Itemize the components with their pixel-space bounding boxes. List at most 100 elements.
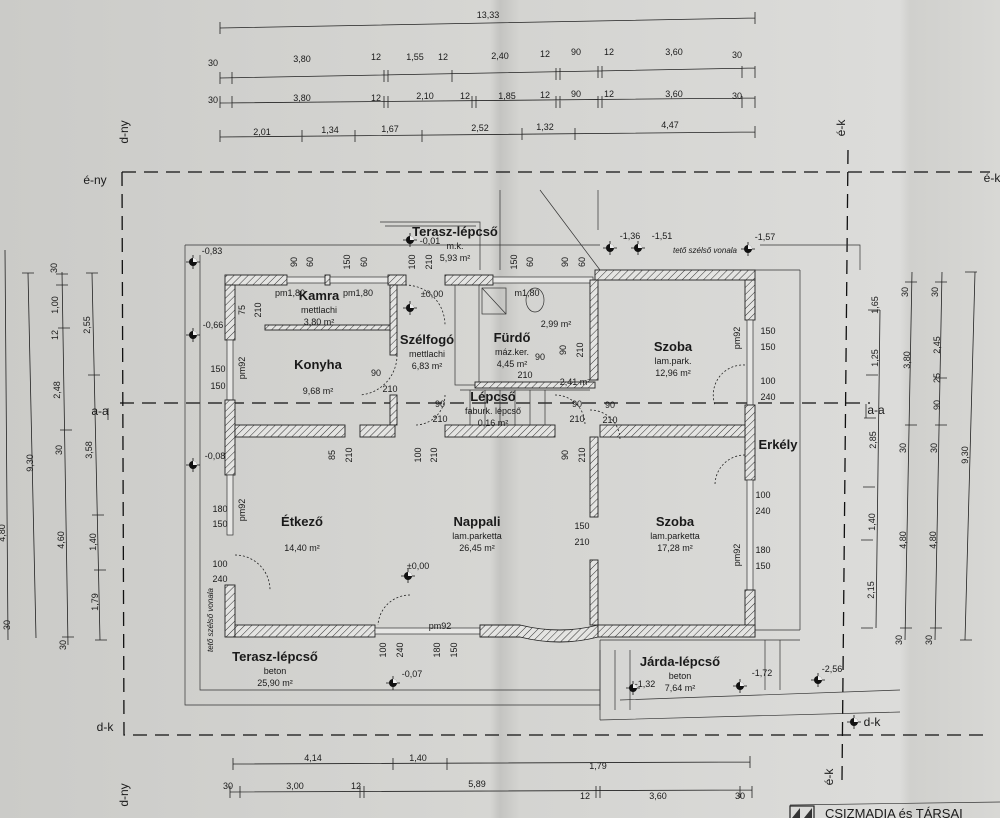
dimension-label: 30 [2, 620, 12, 630]
orientation-marker: d-k [97, 720, 115, 734]
dimension-label: 2,10 [416, 91, 434, 101]
level-label: -1,36 [620, 231, 641, 241]
dimension-label: 1,65 [870, 296, 880, 314]
dimension-label: 1,79 [589, 761, 607, 771]
level-marker-icon [626, 681, 640, 695]
dimension-label: 1,85 [498, 91, 516, 101]
dimension-label: 2,01 [253, 127, 271, 137]
dimension-label: 13,33 [477, 10, 500, 20]
opening-dimension: 210 [424, 254, 434, 269]
opening-dimension: 210 [382, 384, 397, 394]
orientation-marker: é-k [834, 119, 848, 137]
orientation-marker: a-a [91, 404, 109, 418]
opening-dimension: 210 [429, 447, 439, 462]
dimension-label: 3,60 [649, 791, 667, 801]
opening-dimension: 100 [378, 642, 388, 657]
room-area: 2,99 m² [541, 319, 572, 329]
dimension-label: 3,80 [293, 93, 311, 103]
orientation-marker: d-ny [117, 120, 131, 143]
dimension-label: 90 [571, 47, 581, 57]
dimension-label: 2,55 [82, 316, 92, 334]
opening-dimension: 240 [755, 506, 770, 516]
opening-dimension: 90 [572, 399, 582, 409]
dimension-label: 25 [932, 373, 942, 383]
dimension-label: 12 [604, 47, 614, 57]
room-name: Konyha [294, 357, 342, 372]
dimension-label: 1,67 [381, 124, 399, 134]
room-area: 14,40 m² [284, 543, 320, 553]
company-name: CSIZMADIA és TÁRSAI [825, 806, 963, 818]
level-label: -1,32 [635, 679, 656, 689]
room-area: 12,96 m² [655, 368, 691, 378]
room-finish: mettlachi [409, 349, 445, 359]
level-marker-icon [733, 679, 747, 693]
room-name: Terasz-lépcső [412, 224, 498, 239]
room-name: Szélfogó [400, 332, 454, 347]
opening-dimension: 210 [517, 370, 532, 380]
opening-dimension: 240 [212, 574, 227, 584]
dimension-label: 2,40 [491, 51, 509, 61]
level-marker-icon [603, 241, 617, 255]
opening-dimension: 150 [449, 642, 459, 657]
opening-dimension: 210 [602, 415, 617, 425]
room-area: 25,90 m² [257, 678, 293, 688]
dimension-label: 1,40 [88, 533, 98, 551]
opening-dimension: 90 [560, 450, 570, 460]
opening-dimension: 100 [413, 447, 423, 462]
opening-dimension: 240 [395, 642, 405, 657]
opening-dimension: 85 [327, 450, 337, 460]
dimension-label: 30 [898, 443, 908, 453]
dimension-label: 30 [732, 50, 742, 60]
dimension-label: 90 [932, 400, 942, 410]
dimension-label: 1,79 [90, 593, 100, 611]
dimension-label: 12 [580, 791, 590, 801]
level-label: -1,57 [755, 232, 776, 242]
opening-dimension: 100 [212, 559, 227, 569]
dimension-label: 30 [732, 91, 742, 101]
room-name: Szoba [654, 339, 693, 354]
opening-dimension: 210 [432, 414, 447, 424]
opening-dimension: 150 [574, 521, 589, 531]
dimension-label: 1,40 [409, 753, 427, 763]
level-label: -0,08 [205, 451, 226, 461]
room-name: Járda-lépcső [640, 654, 720, 669]
opening-dimension: 100 [755, 490, 770, 500]
dimension-label: 30 [929, 443, 939, 453]
opening-dimension: 60 [525, 257, 535, 267]
opening-dimension: 210 [569, 414, 584, 424]
opening-dimension: 180 [432, 642, 442, 657]
dimension-label: 3,80 [293, 54, 311, 64]
dimension-label: 4,80 [0, 524, 7, 542]
room-name: Szoba [656, 514, 695, 529]
room-finish: beton [669, 671, 692, 681]
room-finish: faburk. lépcső [465, 406, 521, 416]
opening-dimension: pm92 [732, 327, 742, 350]
room-area: 2,41 m² [560, 377, 591, 387]
room-area: 9,68 m² [303, 386, 334, 396]
level-label: -0,83 [202, 246, 223, 256]
level-marker-icon [401, 569, 415, 583]
opening-dimension: 150 [760, 342, 775, 352]
level-label: ±0,00 [407, 561, 429, 571]
dimension-label: 1,55 [406, 52, 424, 62]
orientation-marker: é-ny [83, 173, 106, 187]
dimension-label: 2,15 [866, 581, 876, 599]
dimension-label: 4,80 [928, 531, 938, 549]
opening-dimension: 150 [755, 561, 770, 571]
dimension-label: 1,25 [870, 349, 880, 367]
dimension-label: 30 [54, 445, 64, 455]
opening-dimension: 150 [760, 326, 775, 336]
dimension-label: 3,60 [665, 89, 683, 99]
dimension-label: 30 [208, 95, 218, 105]
walls [224, 269, 800, 710]
dimension-label: 2,48 [52, 381, 62, 399]
dimension-lines [4, 12, 977, 798]
room-finish: lam.parketta [650, 531, 700, 541]
opening-dimension: 180 [212, 504, 227, 514]
opening-dimension: 60 [577, 257, 587, 267]
opening-dimension: 90 [289, 257, 299, 267]
room-name: Nappali [454, 514, 501, 529]
opening-dimension: 75 [237, 305, 247, 315]
opening-dimension: 90 [558, 345, 568, 355]
dimension-label: 2,52 [471, 123, 489, 133]
